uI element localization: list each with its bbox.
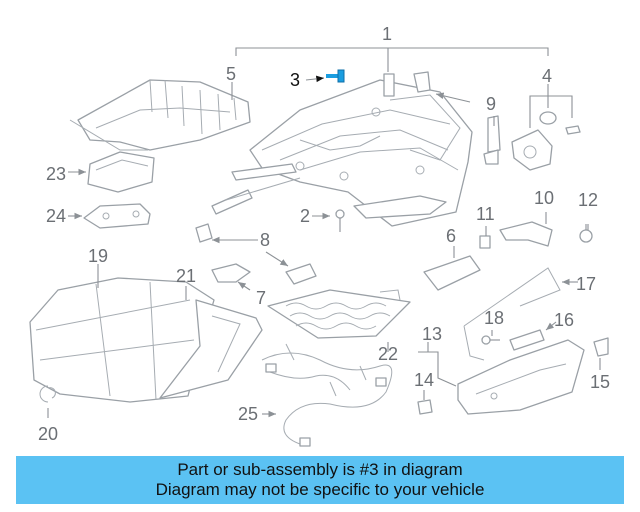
callout-4: 4 (542, 66, 552, 86)
callout-22: 22 (378, 344, 398, 364)
part-9-clip (487, 115, 501, 153)
part-21-cushion-cover (159, 299, 263, 399)
callout-5: 5 (226, 64, 236, 84)
callout-15: 15 (590, 372, 610, 392)
part-18-screw (481, 335, 500, 345)
callout-11: 11 (476, 204, 495, 224)
info-banner: Part or sub-assembly is #3 in diagram Di… (16, 456, 624, 504)
part-2-bolt (335, 209, 345, 232)
part-23-control-unit (87, 151, 155, 193)
callout-2: 2 (300, 206, 310, 226)
part-10-bracket (499, 221, 553, 247)
callout-14: 14 (414, 370, 434, 390)
part-3-bolt-highlighted (326, 69, 345, 83)
part-24-bracket (83, 203, 151, 229)
callout-8: 8 (260, 230, 270, 250)
callout-9: 9 (486, 94, 496, 114)
callout-13: 13 (422, 324, 442, 344)
part-6-side-panel (423, 255, 481, 291)
part-20-clip (39, 385, 56, 403)
callout-23: 23 (46, 164, 66, 184)
callout-19: 19 (88, 246, 108, 266)
part-17-cable (463, 267, 561, 361)
part-12-screw (579, 224, 593, 243)
callout-1: 1 (382, 24, 392, 44)
callout-16: 16 (554, 310, 574, 330)
callout-17: 17 (576, 274, 596, 294)
callout-10: 10 (534, 188, 554, 208)
callout-24: 24 (46, 206, 66, 226)
part-11-clip (479, 235, 491, 249)
part-4-bracket (511, 111, 581, 171)
part-25-wiring-harness (261, 343, 393, 447)
callout-12: 12 (578, 190, 598, 210)
leader-lines (47, 47, 601, 418)
part-15-clip (593, 337, 609, 357)
part-13-side-shield (457, 339, 585, 415)
callout-7: 7 (256, 288, 266, 308)
callout-21: 21 (176, 266, 196, 286)
parts-diagram: 1 5 3 4 9 23 24 2 11 10 12 8 6 19 21 7 1… (29, 24, 610, 447)
part-22-spring-mat (267, 289, 411, 339)
part-14-clip (417, 399, 433, 415)
part-8-clip-b (285, 263, 317, 285)
banner-line-1: Part or sub-assembly is #3 in diagram (177, 460, 463, 479)
part-1-seat-frame (211, 73, 473, 227)
callout-6: 6 (446, 226, 456, 246)
callout-25: 25 (238, 404, 258, 424)
part-9-clip-b (483, 149, 499, 165)
part-16-trim (509, 329, 545, 351)
callout-20: 20 (38, 424, 58, 444)
callout-3: 3 (290, 70, 300, 90)
part-8-clip-a (195, 223, 213, 243)
callout-18: 18 (484, 308, 504, 328)
part-9-connector (413, 71, 431, 93)
part-5-spring-mat (69, 79, 251, 151)
callout-labels: 1 5 3 4 9 23 24 2 11 10 12 8 6 19 21 7 1… (38, 24, 610, 444)
banner-line-2: Diagram may not be specific to your vehi… (155, 480, 485, 499)
part-7-clip (211, 263, 251, 283)
